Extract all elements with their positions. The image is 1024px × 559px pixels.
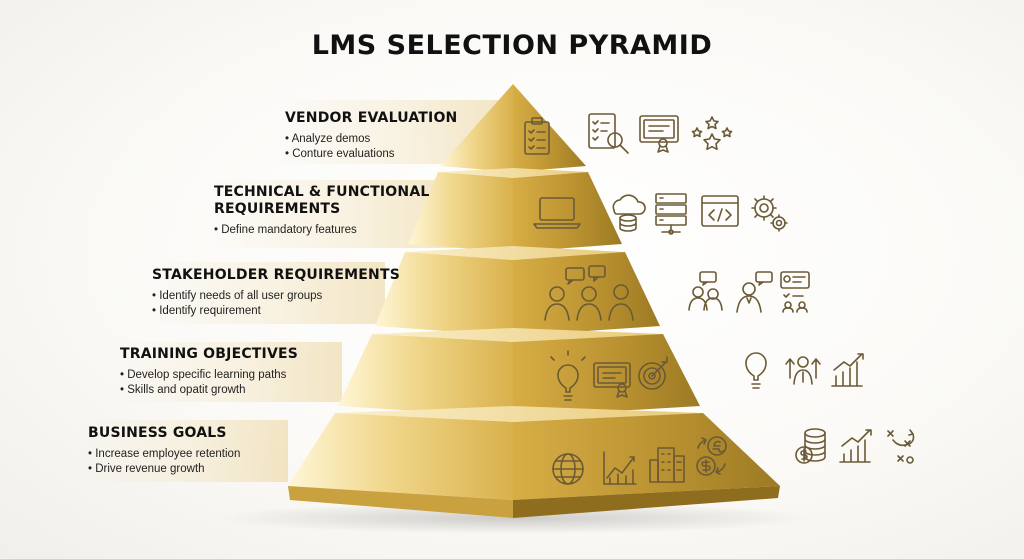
level-4-label: TRAINING OBJECTIVES Develop specific lea… xyxy=(120,346,298,398)
cloud-database-icon xyxy=(612,194,646,232)
code-window-icon xyxy=(701,195,739,227)
lightbulb-icon xyxy=(745,352,767,389)
growth-chart-icon xyxy=(831,353,864,387)
pyramid-level-4 xyxy=(338,328,700,417)
level-4-bullet-1: Develop specific learning paths xyxy=(120,368,298,383)
certificate-icon xyxy=(593,362,631,398)
user-profile-list-icon xyxy=(780,271,810,313)
clipboard-checklist-icon xyxy=(524,117,550,155)
pyramid-level-1 xyxy=(440,84,586,172)
level-4-bullet-2: Skills and opatit growth xyxy=(120,383,298,398)
pyramid-shadow xyxy=(215,502,815,534)
growth-person-icon xyxy=(785,356,821,385)
pyramid-level-3 xyxy=(375,246,660,336)
coin-stack-icon xyxy=(795,428,826,464)
office-building-icon xyxy=(649,447,685,483)
level-2-bullet-1: Define mandatory features xyxy=(214,223,444,238)
lightbulb-icon xyxy=(550,350,586,401)
page-title: LMS SELECTION PYRAMID xyxy=(311,30,713,61)
level-2-heading: TECHNICAL & FUNCTIONAL REQUIREMENTS xyxy=(214,184,430,217)
level-1-bullet-1: Analyze demos xyxy=(285,132,457,147)
globe-icon xyxy=(552,453,584,485)
level-3-heading: STAKEHOLDER REQUIREMENTS xyxy=(152,267,400,283)
level-5-heading: BUSINESS GOALS xyxy=(88,425,227,441)
level-5-label: BUSINESS GOALS Increase employee retenti… xyxy=(88,425,240,477)
star-rating-icon xyxy=(691,116,733,151)
presenter-icon xyxy=(736,271,773,313)
level-4-heading: TRAINING OBJECTIVES xyxy=(120,346,299,362)
strategy-play-icon xyxy=(887,429,915,464)
level-1-bullet-2: Conture evaluations xyxy=(285,147,457,162)
server-icon xyxy=(655,193,687,235)
target-icon xyxy=(638,356,668,390)
checklist-magnifier-icon xyxy=(588,113,629,154)
stakeholder-group-icon xyxy=(544,265,634,321)
currency-exchange-icon xyxy=(696,436,727,476)
level-1-heading: VENDOR EVALUATION xyxy=(285,110,458,126)
level-3-bullet-2: Identify requirement xyxy=(152,304,400,319)
level-5-bullet-2: Drive revenue growth xyxy=(88,462,240,477)
trend-chart-icon xyxy=(603,451,637,485)
level-2-label: TECHNICAL & FUNCTIONAL REQUIREMENTS Defi… xyxy=(214,184,444,238)
level-3-label: STAKEHOLDER REQUIREMENTS Identify needs … xyxy=(152,267,400,319)
certificate-icon xyxy=(639,115,679,153)
level-1-label: VENDOR EVALUATION Analyze demos Conture … xyxy=(285,110,457,162)
gears-icon xyxy=(751,195,788,232)
level-5-bullet-1: Increase employee retention xyxy=(88,447,240,462)
level-3-bullet-1: Identify needs of all user groups xyxy=(152,289,400,304)
laptop-icon xyxy=(533,197,581,229)
bar-growth-icon xyxy=(839,429,872,463)
team-chat-icon xyxy=(688,271,723,311)
